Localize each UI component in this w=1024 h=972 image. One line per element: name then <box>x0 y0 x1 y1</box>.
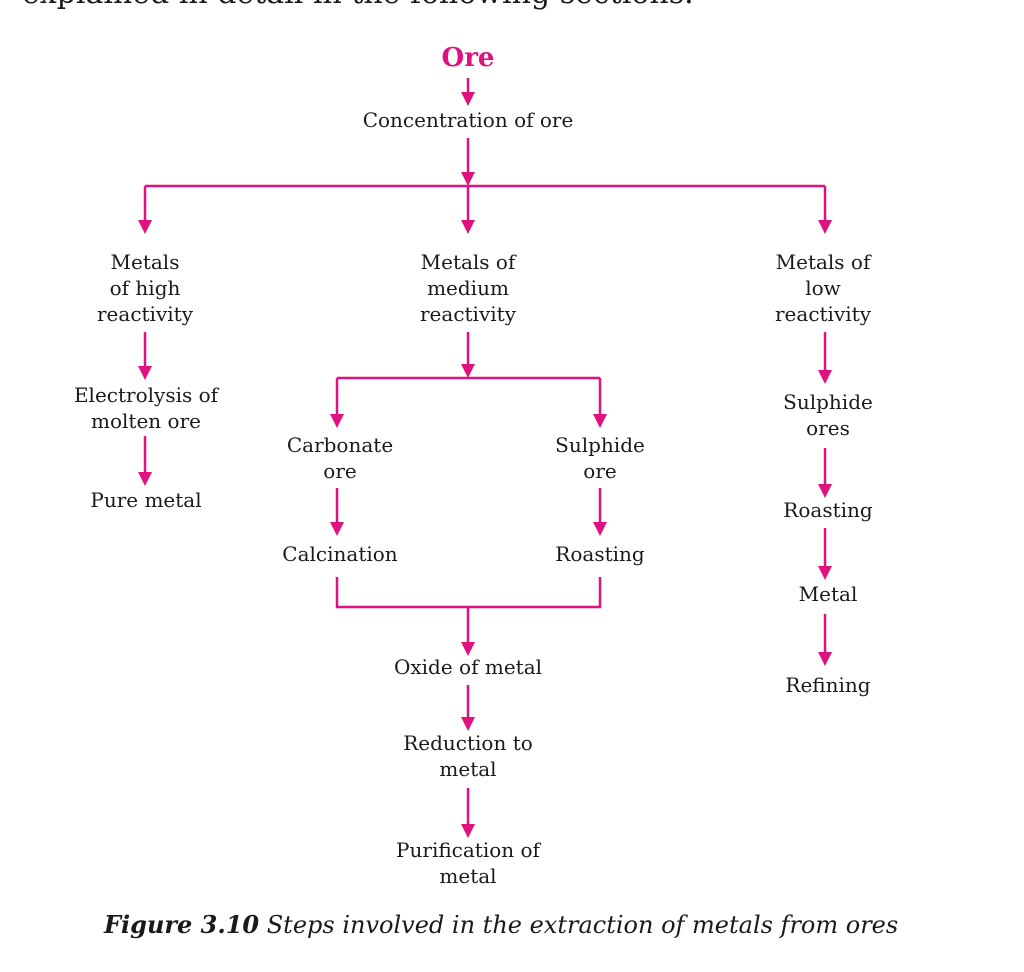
node-pure-metal: Pure metal <box>90 488 202 512</box>
node-sulphide-ore: Sulphide ore <box>555 433 645 483</box>
node-high-reactivity: Metals of high reactivity <box>97 250 193 326</box>
node-refining: Refining <box>785 673 871 697</box>
node-carbonate-ore: Carbonate ore <box>286 433 394 483</box>
join-bracket <box>335 577 602 609</box>
node-roasting-medium: Roasting <box>555 542 645 566</box>
figure-caption: Figure 3.10 Steps involved in the extrac… <box>104 910 898 939</box>
figure-label: Figure 3.10 <box>104 910 260 939</box>
node-electrolysis: Electrolysis of molten ore <box>73 383 219 433</box>
node-ore: Ore <box>441 43 495 73</box>
figure-caption-text: Steps involved in the extraction of meta… <box>259 911 899 939</box>
node-purification: Purification of metal <box>396 838 540 888</box>
node-metal: Metal <box>798 582 858 606</box>
node-oxide-of-metal: Oxide of metal <box>393 655 543 679</box>
node-calcination: Calcination <box>282 542 398 566</box>
node-concentration: Concentration of ore <box>362 108 574 132</box>
node-sulphide-ores: Sulphide ores <box>783 390 873 440</box>
node-reduction: Reduction to metal <box>403 731 533 781</box>
node-medium-reactivity: Metals of medium reactivity <box>420 250 516 326</box>
section-intro-text: explained in detail in the following sec… <box>22 0 694 11</box>
node-low-reactivity: Metals of low reactivity <box>775 250 871 326</box>
node-roasting-low: Roasting <box>783 498 873 522</box>
